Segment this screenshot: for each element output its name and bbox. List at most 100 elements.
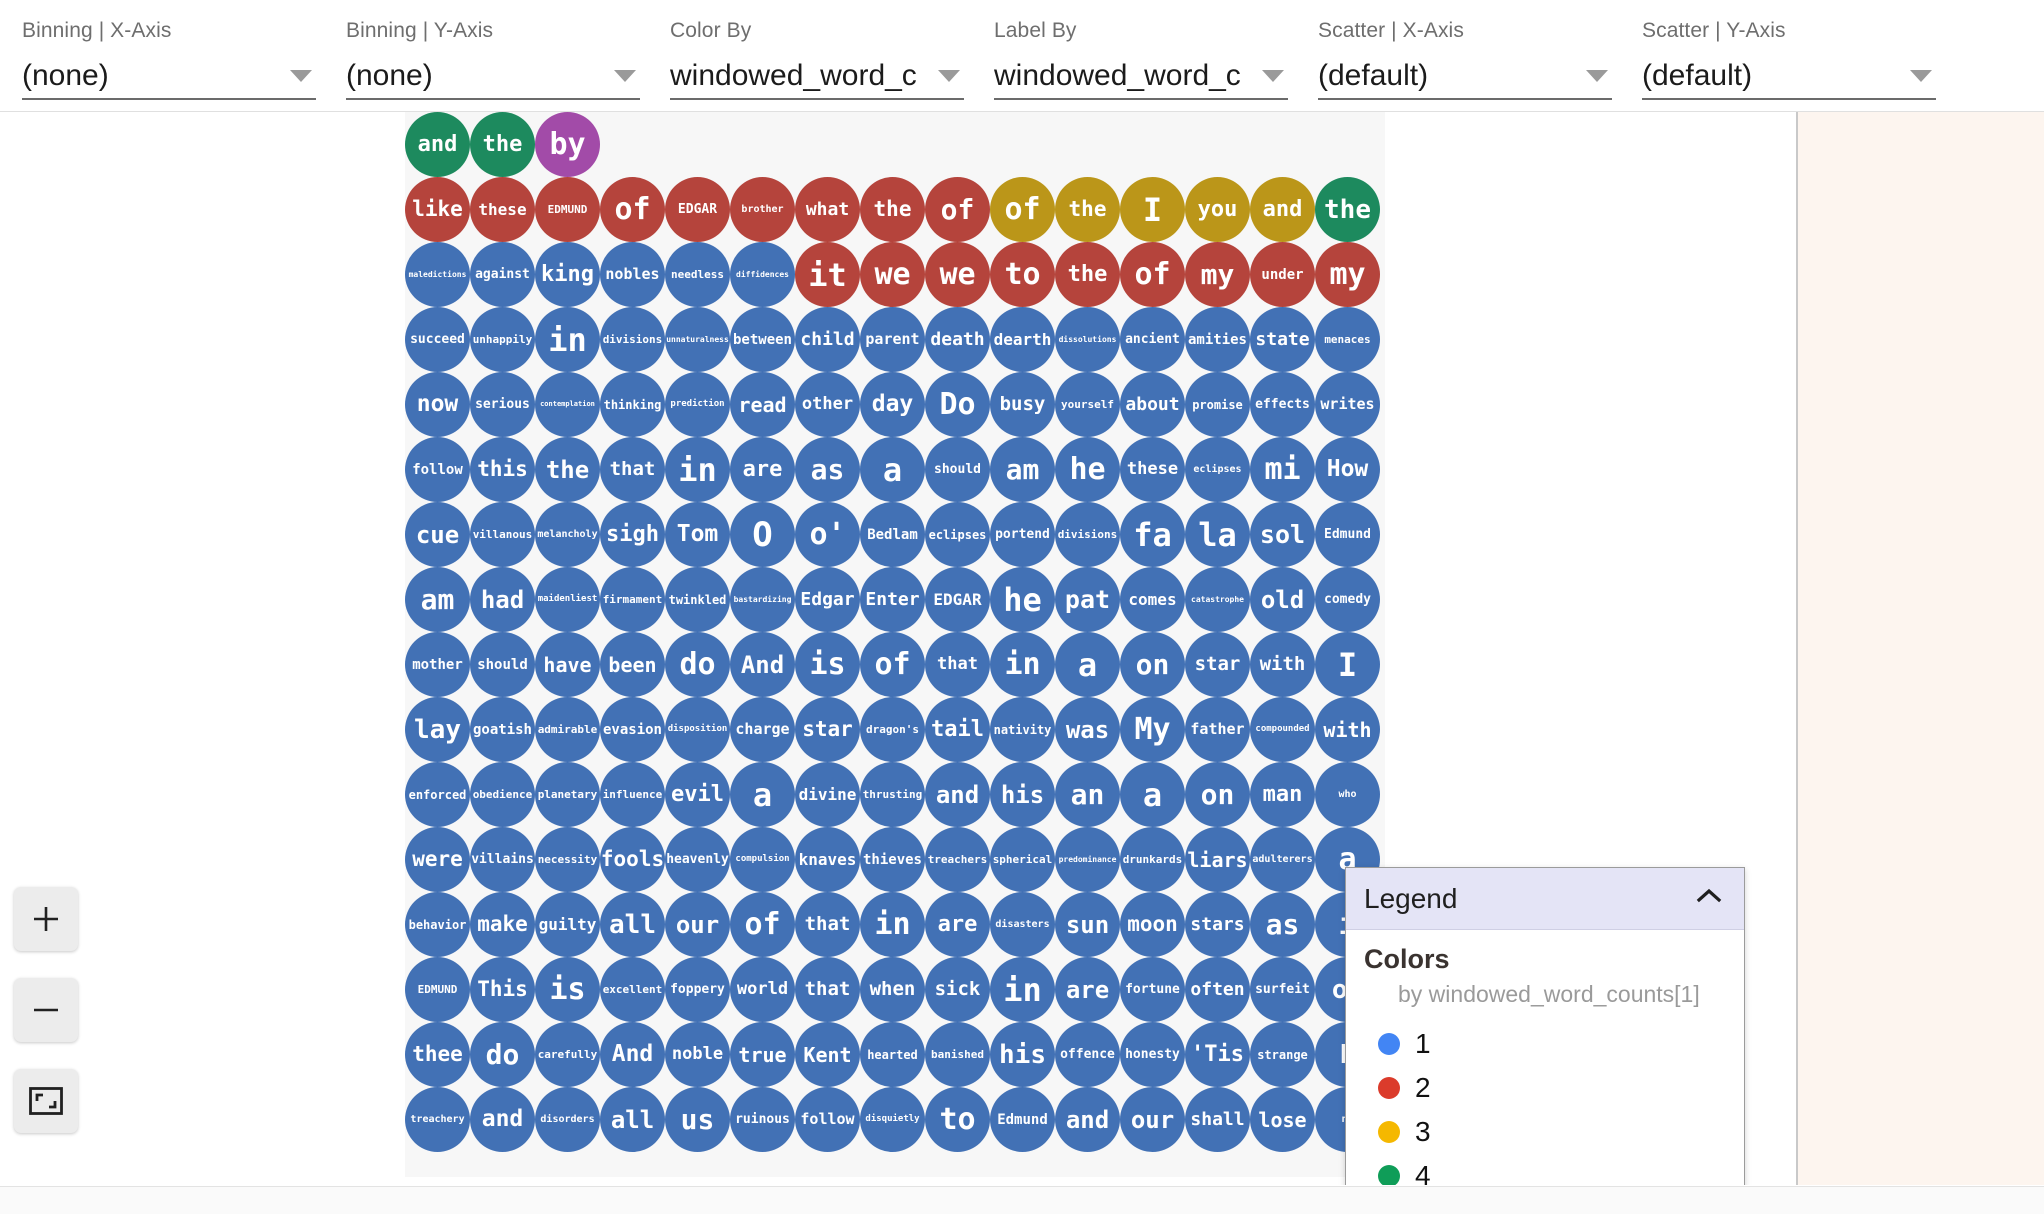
bubble[interactable]: disquietly (860, 1087, 925, 1152)
bubble[interactable]: foppery (665, 957, 730, 1022)
bubble[interactable]: thrusting (860, 762, 925, 827)
bubble[interactable]: in (860, 892, 925, 957)
bubble[interactable]: brother (730, 177, 795, 242)
bubble[interactable]: twinkled (665, 567, 730, 632)
bubble[interactable]: state (1250, 307, 1315, 372)
bubble[interactable]: the (1315, 177, 1380, 242)
bubble[interactable]: death (925, 307, 990, 372)
bubble[interactable]: eclipses (1185, 437, 1250, 502)
bubble[interactable]: of (860, 632, 925, 697)
bubble[interactable]: star (1185, 632, 1250, 697)
bubble[interactable]: am (990, 437, 1055, 502)
bubble[interactable]: diffidences (730, 242, 795, 307)
bubble[interactable]: to (990, 242, 1055, 307)
bubble[interactable]: surfeit (1250, 957, 1315, 1022)
bubble[interactable]: evil (665, 762, 730, 827)
bubble[interactable]: in (665, 437, 730, 502)
bubble[interactable]: liars (1185, 827, 1250, 892)
bubble[interactable]: yourself (1055, 372, 1120, 437)
bubble[interactable]: Do (925, 372, 990, 437)
bubble[interactable]: should (470, 632, 535, 697)
bubble[interactable]: la (1185, 502, 1250, 567)
bubble[interactable]: sol (1250, 502, 1315, 567)
bubble[interactable]: hearted (860, 1022, 925, 1087)
bubble[interactable]: ruinous (730, 1087, 795, 1152)
bubble[interactable]: This (470, 957, 535, 1022)
bubble[interactable]: our (1120, 1087, 1185, 1152)
bubble[interactable]: do (470, 1022, 535, 1087)
bubble[interactable]: when (860, 957, 925, 1022)
bubble[interactable]: the (1055, 242, 1120, 307)
bubble[interactable]: compulsion (730, 827, 795, 892)
bubble[interactable]: disasters (990, 892, 1055, 957)
bubble[interactable]: I (1315, 632, 1380, 697)
bubble[interactable]: with (1315, 697, 1380, 762)
bubble[interactable]: am (405, 567, 470, 632)
bubble[interactable]: comedy (1315, 567, 1380, 632)
bubble[interactable]: banished (925, 1022, 990, 1087)
bubble[interactable]: tail (925, 697, 990, 762)
bubble[interactable]: have (535, 632, 600, 697)
bubble[interactable]: a (1120, 762, 1185, 827)
bubble[interactable]: on (1120, 632, 1185, 697)
bubble[interactable]: it (795, 242, 860, 307)
bubble[interactable]: predominance (1055, 827, 1120, 892)
bubble[interactable]: How (1315, 437, 1380, 502)
bubble[interactable]: Bedlam (860, 502, 925, 567)
bubble[interactable]: contemplation (535, 372, 600, 437)
bubble[interactable]: disorders (535, 1087, 600, 1152)
bubble[interactable]: is (795, 632, 860, 697)
bubble[interactable]: day (860, 372, 925, 437)
bubble[interactable]: firmament (600, 567, 665, 632)
bubble[interactable]: strange (1250, 1022, 1315, 1087)
bubble[interactable]: you (1185, 177, 1250, 242)
bubble[interactable]: was (1055, 697, 1120, 762)
chevron-down-icon[interactable] (1262, 70, 1284, 82)
bubble[interactable]: and (1250, 177, 1315, 242)
bubble[interactable]: we (925, 242, 990, 307)
select-control[interactable]: windowed_word_c (670, 54, 964, 100)
bubble[interactable]: that (795, 957, 860, 1022)
select-control[interactable]: (default) (1642, 54, 1936, 100)
bubble[interactable]: spherical (990, 827, 1055, 892)
bubble[interactable]: and (470, 1087, 535, 1152)
bubble[interactable]: mi (1250, 437, 1315, 502)
bubble[interactable]: carefully (535, 1022, 600, 1087)
legend-item[interactable]: 1 (1364, 1022, 1726, 1066)
bubble[interactable]: and (925, 762, 990, 827)
bubble[interactable]: of (925, 177, 990, 242)
select-field-0[interactable]: Binning | X-Axis(none) (14, 18, 324, 100)
bubble[interactable]: we (860, 242, 925, 307)
bubble[interactable]: And (600, 1022, 665, 1087)
bubble[interactable]: necessity (535, 827, 600, 892)
bubble[interactable]: follow (795, 1087, 860, 1152)
bubble[interactable]: evasion (600, 697, 665, 762)
zoom-out-button[interactable] (14, 978, 78, 1042)
bubble[interactable]: goatish (470, 697, 535, 762)
bubble[interactable]: who (1315, 762, 1380, 827)
bubble[interactable]: influence (600, 762, 665, 827)
bubble[interactable]: thee (405, 1022, 470, 1087)
bubble[interactable]: maledictions (405, 242, 470, 307)
bubble[interactable]: sick (925, 957, 990, 1022)
bubble[interactable]: ancient (1120, 307, 1185, 372)
chevron-down-icon[interactable] (614, 70, 636, 82)
bubble[interactable]: all (600, 1087, 665, 1152)
bubble[interactable]: all (600, 892, 665, 957)
bubble[interactable]: bastardizing (730, 567, 795, 632)
bubble[interactable]: our (665, 892, 730, 957)
bubble[interactable]: planetary (535, 762, 600, 827)
bubble[interactable]: the (535, 437, 600, 502)
bubble[interactable]: My (1120, 697, 1185, 762)
bubble[interactable]: maidenliest (535, 567, 600, 632)
legend-panel[interactable]: Legend Colors by windowed_word_counts[1]… (1345, 867, 1745, 1185)
bubble[interactable]: and (405, 112, 470, 177)
select-control[interactable]: (none) (22, 54, 316, 100)
bubble[interactable]: these (1120, 437, 1185, 502)
bubble[interactable]: dissolutions (1055, 307, 1120, 372)
bubble[interactable]: the (860, 177, 925, 242)
bubble[interactable]: offence (1055, 1022, 1120, 1087)
bubble[interactable]: Edmund (1315, 502, 1380, 567)
bubble[interactable]: excellent (600, 957, 665, 1022)
